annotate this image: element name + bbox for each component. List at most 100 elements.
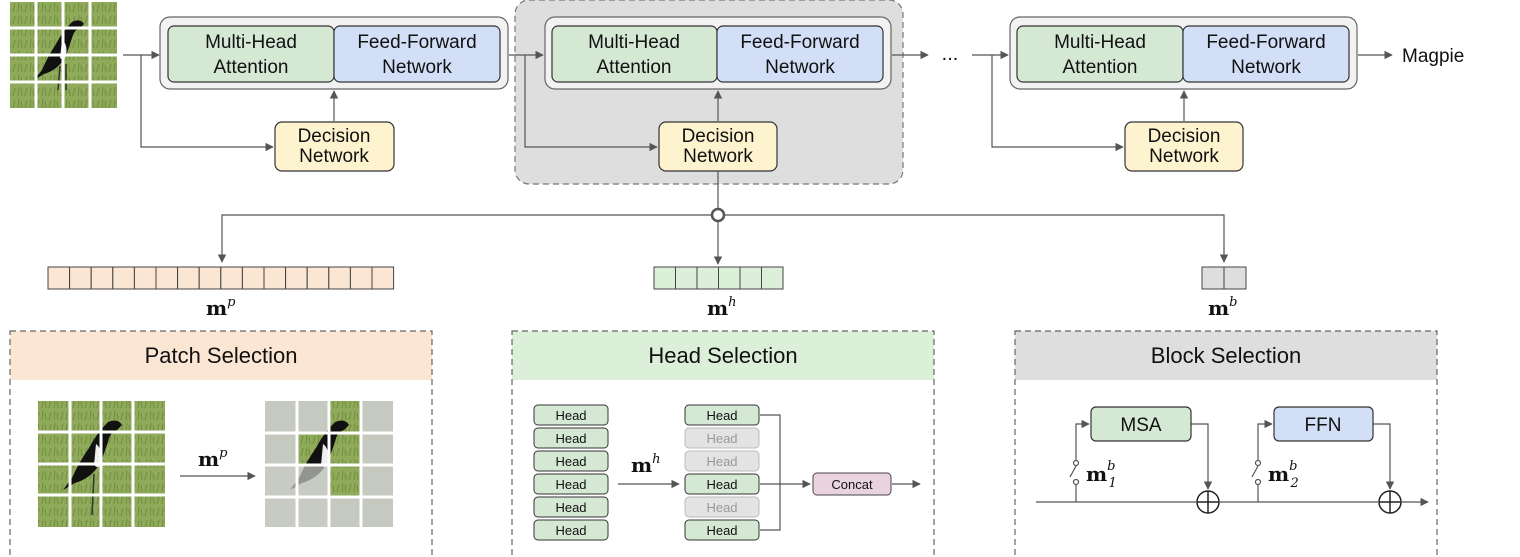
block-selection-panel: Block Selection MSA FFN	[1014, 330, 1438, 557]
patch-mask-cell	[69, 266, 92, 290]
head-box-selected	[684, 404, 760, 426]
patch-mask-cell	[263, 266, 287, 290]
decision-label-2a: Decision	[682, 126, 755, 147]
patch-masked-image	[265, 401, 393, 527]
mha-label-2b: Attention	[597, 57, 672, 78]
ffn-label-2b: Network	[765, 57, 835, 78]
mask-distribution-arrows	[217, 171, 1229, 265]
patch-mask-vector	[47, 266, 395, 290]
block-circuit-lines	[1036, 419, 1429, 507]
mha-label-1b: Attention	[214, 57, 289, 78]
patch-arrow-label: mp	[198, 446, 228, 471]
mha-label-2a: Multi-Head	[588, 32, 680, 53]
head-box	[533, 496, 609, 518]
head-box-pruned-label: Head	[706, 454, 737, 469]
head-box-selected	[684, 473, 760, 495]
ffn-label-3b: Network	[1231, 57, 1301, 78]
head-box-label: Head	[555, 431, 586, 446]
ffn-box-1	[333, 25, 501, 83]
ffn-box-3	[1182, 25, 1350, 83]
patch-mask-cell	[177, 266, 200, 290]
concat-label: Concat	[831, 477, 873, 492]
head-box	[533, 427, 609, 449]
head-mask-cell	[739, 266, 762, 290]
head-box-pruned	[684, 427, 760, 449]
ffn-label-1b: Network	[382, 57, 452, 78]
decision-label-3b: Network	[1149, 146, 1219, 167]
ffn-box	[1273, 406, 1374, 442]
head-box-label: Head	[555, 454, 586, 469]
head-box	[533, 450, 609, 472]
patch-mask-label: mp	[206, 295, 236, 320]
concat-box	[812, 472, 892, 496]
head-box-pruned-label: Head	[706, 500, 737, 515]
residual-add-1	[1196, 490, 1220, 514]
head-box	[533, 519, 609, 541]
mha-label-1a: Multi-Head	[205, 32, 297, 53]
mha-label-3b: Attention	[1063, 57, 1138, 78]
mha-label-3a: Multi-Head	[1054, 32, 1146, 53]
ffn-label-2a: Feed-Forward	[740, 32, 859, 53]
head-mask-cell	[718, 266, 741, 290]
head-selection-title: Head Selection	[648, 343, 797, 368]
head-box-label: Head	[555, 500, 586, 515]
head-box	[533, 404, 609, 426]
input-image	[10, 2, 117, 108]
pipeline-arrows	[123, 50, 1393, 152]
decision-label-3a: Decision	[1148, 126, 1221, 147]
patch-mask-cell	[133, 266, 157, 290]
block-mask-vector	[1201, 266, 1247, 290]
head-box-selected-label: Head	[706, 477, 737, 492]
patch-mask-cell	[349, 266, 373, 290]
head-box-pruned-label: Head	[706, 431, 737, 446]
head-box-label: Head	[555, 408, 586, 423]
head-box-pruned	[684, 450, 760, 472]
head-box-label: Head	[555, 477, 586, 492]
concat-lines	[760, 414, 921, 531]
ffn-label-1a: Feed-Forward	[357, 32, 476, 53]
patch-mask-cell	[155, 266, 179, 290]
head-box-selected	[684, 519, 760, 541]
patch-original-image	[38, 401, 165, 527]
patch-mask-cell	[90, 266, 114, 290]
patch-mask-cell	[285, 266, 308, 290]
patch-mask-cell	[241, 266, 265, 290]
ffn-label-3a: Feed-Forward	[1206, 32, 1325, 53]
head-mask-cell	[761, 266, 784, 290]
decision-box-3	[1124, 121, 1244, 172]
ffn-label: FFN	[1305, 415, 1342, 436]
patch-mask-cell	[112, 266, 135, 290]
head-mask-cell	[653, 266, 676, 290]
patch-selection-title: Patch Selection	[145, 343, 298, 368]
output-label: Magpie	[1402, 46, 1464, 67]
decision-label-2b: Network	[683, 146, 753, 167]
head-mask-cell	[696, 266, 719, 290]
head-mask-vector	[653, 266, 784, 290]
head-arrow-label: mh	[631, 452, 661, 477]
head-mask-label: mh	[707, 295, 737, 320]
ellipsis: ...	[942, 43, 959, 65]
transformer-block-1: Multi-Head Attention Feed-Forward Networ…	[159, 16, 509, 172]
patch-selection-panel: Patch Selection mp	[9, 330, 433, 557]
head-selection-panel: Head Selection HeadHeadHeadHeadHeadHead …	[511, 330, 935, 557]
head-box	[533, 473, 609, 495]
residual-add-2	[1378, 490, 1402, 514]
head-box-selected-label: Head	[706, 523, 737, 538]
transformer-block-3: Multi-Head Attention Feed-Forward Networ…	[1009, 16, 1358, 172]
patch-mask-cell	[198, 266, 222, 290]
block-mask-label: mb	[1208, 295, 1238, 320]
patch-mask-cell	[220, 266, 243, 290]
head-box-selected-label: Head	[706, 408, 737, 423]
msa-label: MSA	[1120, 415, 1162, 436]
patch-mask-cell	[328, 266, 351, 290]
block-selection-title: Block Selection	[1151, 343, 1301, 368]
junction-node	[710, 207, 726, 223]
head-box-pruned	[684, 496, 760, 518]
patch-mask-cell	[371, 266, 395, 290]
msa-box	[1090, 406, 1192, 442]
transformer-block-2: Multi-Head Attention Feed-Forward Networ…	[544, 16, 892, 172]
